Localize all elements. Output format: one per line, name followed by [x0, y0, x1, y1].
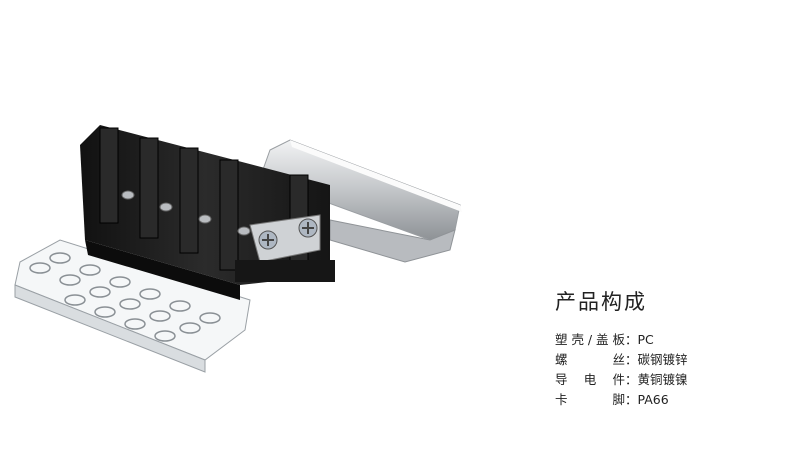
composition-row-conductor: 导电件：黄铜镀镍 [555, 370, 688, 390]
transparent-cover [14, 239, 251, 373]
row-value: 碳钢镀锌 [637, 352, 688, 367]
row-label: 螺丝 [555, 352, 625, 367]
row-separator: ： [625, 392, 638, 407]
row-separator: ： [625, 372, 638, 387]
row-label: 卡脚 [555, 392, 625, 407]
composition-panel: 产品构成 塑壳/盖板：PC 螺丝：碳钢镀锌 导电件：黄铜镀镍 卡脚：PA66 [555, 286, 688, 410]
row-label: 导电件 [555, 372, 625, 387]
composition-row-screw: 螺丝：碳钢镀锌 [555, 350, 688, 370]
composition-title: 产品构成 [555, 290, 647, 314]
row-separator: ： [625, 352, 638, 367]
row-label: 塑壳/盖板 [555, 332, 625, 347]
row-value: PC [637, 332, 654, 347]
composition-row-foot: 卡脚：PA66 [555, 390, 688, 410]
composition-row-housing: 塑壳/盖板：PC [555, 330, 688, 350]
din-rail [259, 139, 462, 263]
row-value: 黄铜镀镍 [637, 372, 688, 387]
row-value: PA66 [637, 392, 669, 407]
row-separator: ： [625, 332, 638, 347]
terminal-block [80, 125, 335, 300]
